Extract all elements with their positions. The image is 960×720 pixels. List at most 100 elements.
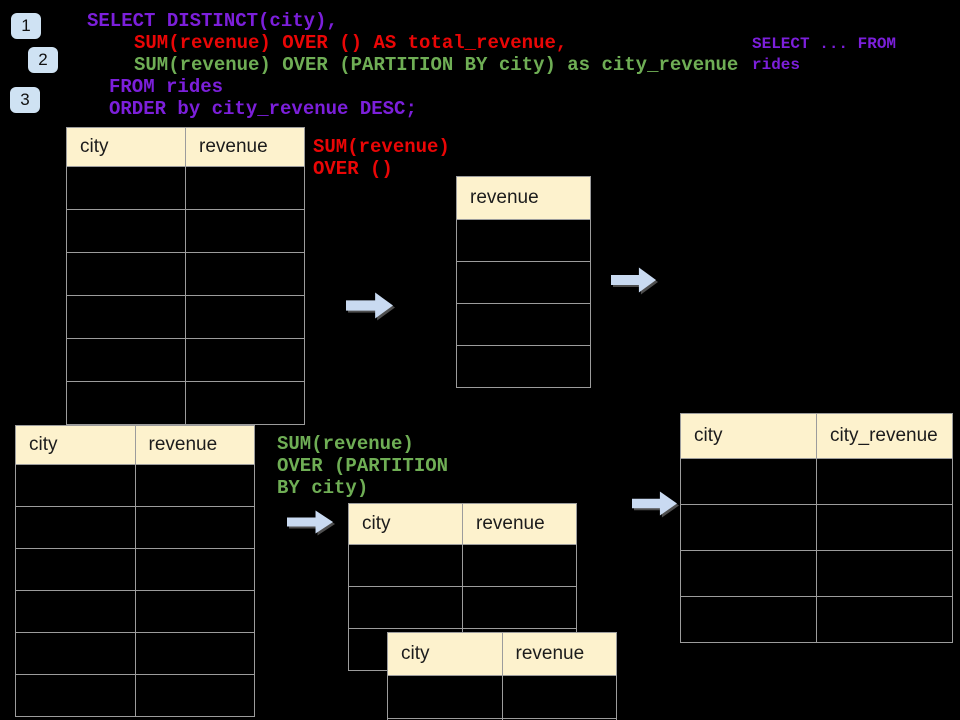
column-header: revenue [134,425,255,465]
table-row [15,590,255,633]
table-cell [456,345,591,388]
step-badge-2: 2 [28,47,58,73]
table-cell [185,252,305,296]
table-cell [66,381,186,425]
column-header: revenue [501,632,617,676]
right-arrow-icon-4 [632,491,677,516]
table-cell [185,166,305,210]
right-arrow-icon-2 [611,267,656,293]
column-header: city_revenue [816,413,953,459]
table-cell [134,674,255,717]
table-row [66,338,305,382]
step-badge-3: 3 [10,87,40,113]
column-header: revenue [462,503,577,545]
table-cell [134,632,255,675]
sql-line-order-by: ORDER by city_revenue DESC; [109,98,417,120]
table-row [348,586,577,629]
table-cell [680,458,817,505]
table-cell [462,586,577,629]
table-cell [15,632,136,675]
table-cell [15,590,136,633]
sql-side-note: SELECT ... FROM rides [752,35,897,74]
table-cell [15,464,136,507]
table-total-revenue-result: revenue [456,176,591,388]
table-row [66,252,305,296]
table-row [15,464,255,507]
table-cell [456,303,591,346]
table-cell [456,219,591,262]
column-header: city [680,413,817,459]
table-cell [66,166,186,210]
table-row [680,458,953,505]
column-header: city [387,632,503,676]
table-row [456,219,591,262]
column-header: revenue [456,176,591,220]
table-row [66,295,305,339]
column-header: city [66,127,186,167]
table-cell [348,544,463,587]
sql-line-total-sum: SUM(revenue) OVER () AS total_revenue, [134,32,568,54]
table-cell [680,504,817,551]
annotation-partition-window: SUM(revenue) OVER (PARTITION BY city) [277,433,449,499]
right-arrow-icon-3 [287,510,333,534]
table-cell [185,381,305,425]
table-row [15,674,255,717]
table-row [456,345,591,388]
table-row [456,303,591,346]
table-cell [680,550,817,597]
sql-line-partition-sum: SUM(revenue) OVER (PARTITION BY city) as… [134,54,739,76]
table-cell [134,464,255,507]
table-cell [816,504,953,551]
table-row [456,261,591,304]
table-row [680,596,953,643]
column-header: revenue [185,127,305,167]
table-row [15,548,255,591]
table-cell [15,674,136,717]
column-header: city [15,425,136,465]
table-cell [816,550,953,597]
table-row [66,166,305,210]
table-cell [185,338,305,382]
table-cell [456,261,591,304]
table-cell [134,548,255,591]
table-cell [66,209,186,253]
right-arrow-icon-1 [346,292,393,319]
table-cell [15,548,136,591]
annotation-total-window: SUM(revenue) OVER () [313,136,450,180]
table-cell [15,506,136,549]
column-header: city [348,503,463,545]
table-row [66,209,305,253]
table-header-row: revenue [456,176,591,220]
table-row [387,675,617,719]
sql-line-select: SELECT DISTINCT(city), [87,10,338,32]
table-cell [501,718,617,720]
table-cell [680,596,817,643]
step-badge-1: 1 [11,13,41,39]
table-cell [462,544,577,587]
table-cell [134,590,255,633]
table-row [680,504,953,551]
table-row [15,632,255,675]
table-cell [816,458,953,505]
table-row [15,506,255,549]
table-cell [501,675,617,719]
table-cell [387,675,503,719]
table-cell [66,338,186,382]
table-row [66,381,305,425]
sql-line-from: FROM rides [109,76,224,98]
table-row [387,718,617,720]
table-row [348,544,577,587]
table-cell [134,506,255,549]
table-cell [66,295,186,339]
table-row [680,550,953,597]
